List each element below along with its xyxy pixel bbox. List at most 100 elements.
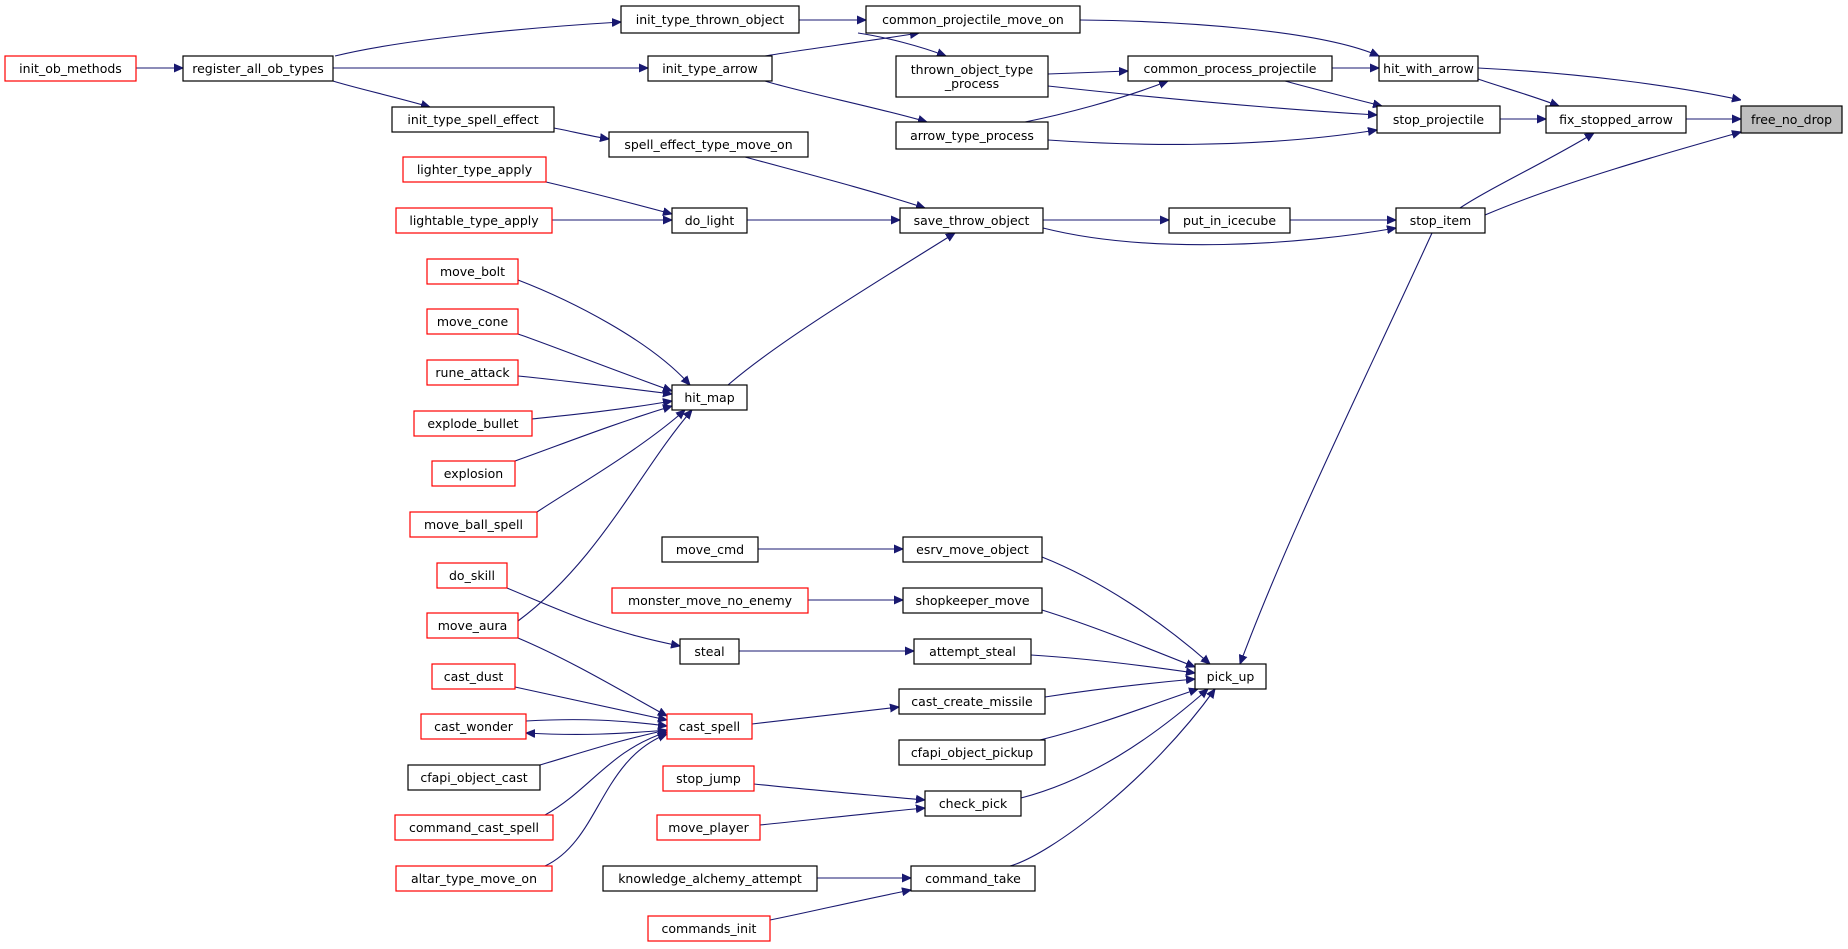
node-attempt-steal[interactable]: attempt_steal [913, 638, 1032, 665]
node-label: thrown_object_type [911, 62, 1034, 77]
edges-layer [136, 20, 1741, 921]
node-command-cast-spell[interactable]: command_cast_spell [394, 814, 554, 841]
edge-fix_stopped_arrow-to-stop_item [1459, 133, 1594, 209]
node-do-skill[interactable]: do_skill [436, 562, 508, 589]
node-altar-type-move-on[interactable]: altar_type_move_on [395, 865, 553, 892]
node-box [671, 384, 748, 411]
node-cast-spell[interactable]: cast_spell [666, 713, 753, 740]
node-label: cast_create_missile [911, 694, 1033, 709]
edge-save_throw_object-to-hit_map [727, 233, 955, 386]
edge-pick_up-to-cast_create_missile [1044, 679, 1195, 698]
node-move-aura[interactable]: move_aura [426, 612, 519, 639]
node-box [391, 106, 555, 133]
node-label: save_throw_object [914, 213, 1030, 228]
node-box [924, 790, 1022, 817]
node-label: init_ob_methods [19, 61, 122, 76]
node-stop-item[interactable]: stop_item [1395, 207, 1486, 234]
edge-hit_map-to-move_aura [517, 410, 692, 622]
node-label: common_projectile_move_on [882, 12, 1064, 27]
edge-stop_projectile-to-arrow_type_process [1047, 130, 1377, 145]
node-shopkeeper-move[interactable]: shopkeeper_move [902, 587, 1043, 614]
node-box [426, 308, 519, 335]
node-label: cfapi_object_cast [420, 770, 527, 785]
node-check-pick[interactable]: check_pick [924, 790, 1022, 817]
node-pick-up[interactable]: pick_up [1194, 663, 1267, 690]
node-steal[interactable]: steal [679, 638, 740, 665]
node-move-cmd[interactable]: move_cmd [661, 536, 759, 563]
node-register-all-ob-types[interactable]: register_all_ob_types [182, 55, 334, 82]
node-knowledge-alchemy-attempt[interactable]: knowledge_alchemy_attempt [602, 865, 818, 892]
node-save-throw-object[interactable]: save_throw_object [899, 207, 1044, 234]
node-lighter-type-apply[interactable]: lighter_type_apply [402, 156, 547, 183]
node-cfapi-object-pickup[interactable]: cfapi_object_pickup [898, 739, 1046, 766]
node-monster-move-no-enemy[interactable]: monster_move_no_enemy [611, 587, 809, 614]
edge-init_type_thrown_object-to-register_all_ob_types [334, 22, 621, 57]
nodes-layer: free_no_drop hit_with_arrow fix_stopped_ar… [4, 5, 1843, 942]
edge-command_take-to-commands_init [769, 890, 911, 921]
node-move-cone[interactable]: move_cone [426, 308, 519, 335]
node-label: hit_map [684, 390, 734, 405]
node-label: fix_stopped_arrow [1559, 112, 1673, 127]
node-lightable-type-apply[interactable]: lightable_type_apply [395, 207, 553, 234]
node-label: init_type_spell_effect [407, 112, 538, 127]
node-init-type-spell-effect[interactable]: init_type_spell_effect [391, 106, 555, 133]
node-stop-projectile[interactable]: stop_projectile [1376, 105, 1501, 134]
node-box [4, 55, 137, 82]
edge-pick_up-to-shopkeeper_move [1041, 609, 1195, 667]
edge-thrown_object_type_process-to-init_type_thrown_object [857, 32, 946, 56]
node-esrv-move-object[interactable]: esrv_move_object [902, 536, 1043, 563]
node-box [656, 814, 761, 841]
node-commands-init[interactable]: commands_init [647, 915, 771, 942]
node-cfapi-object-cast[interactable]: cfapi_object_cast [407, 764, 541, 791]
node-hit-map[interactable]: hit_map [671, 384, 748, 411]
node-box [426, 359, 519, 386]
node-box [426, 258, 519, 285]
node-label: explode_bullet [427, 416, 518, 431]
edge-check_pick-to-stop_jump [753, 783, 925, 800]
node-box [902, 587, 1043, 614]
node-label: put_in_icecube [1183, 213, 1276, 228]
node-rune-attack[interactable]: rune_attack [426, 359, 519, 386]
node-init-type-thrown-object[interactable]: init_type_thrown_object [620, 5, 800, 34]
edge-hit_map-to-explode_bullet [531, 401, 672, 420]
node-thrown-object-type-process[interactable]: thrown_object_type_process [895, 55, 1049, 98]
node-fix-stopped-arrow[interactable]: fix_stopped_arrow [1545, 105, 1687, 134]
node-box [394, 814, 554, 841]
node-label: do_skill [449, 568, 495, 583]
node-label: explosion [444, 466, 503, 481]
node-move-ball-spell[interactable]: move_ball_spell [409, 511, 538, 538]
node-put-in-icecube[interactable]: put_in_icecube [1168, 207, 1291, 234]
node-hit-with-arrow[interactable]: hit_with_arrow [1378, 55, 1479, 82]
node-move-player[interactable]: move_player [656, 814, 761, 841]
edge-stop_item-to-save_throw_object [1042, 228, 1396, 246]
node-box [1376, 105, 1501, 134]
node-box [407, 764, 541, 791]
node-stop-jump[interactable]: stop_jump [662, 765, 755, 792]
node-common-process-projectile[interactable]: common_process_projectile [1127, 55, 1333, 82]
node-arrow-type-process[interactable]: arrow_type_process [895, 121, 1049, 150]
node-label: common_process_projectile [1144, 61, 1317, 76]
node-do-light[interactable]: do_light [671, 207, 748, 234]
node-box [602, 865, 818, 892]
node-init-type-arrow[interactable]: init_type_arrow [647, 55, 773, 82]
node-label: commands_init [662, 921, 757, 936]
node-common-projectile-move-on[interactable]: common_projectile_move_on [865, 5, 1081, 34]
node-cast-wonder[interactable]: cast_wonder [420, 713, 527, 740]
node-init-ob-methods[interactable]: init_ob_methods [4, 55, 137, 82]
node-label: command_take [925, 871, 1021, 886]
node-move-bolt[interactable]: move_bolt [426, 258, 519, 285]
node-label: rune_attack [435, 365, 510, 380]
node-cast-dust[interactable]: cast_dust [431, 663, 516, 690]
node-box [671, 207, 748, 234]
node-explode-bullet[interactable]: explode_bullet [413, 410, 533, 437]
node-cast-create-missile[interactable]: cast_create_missile [898, 688, 1046, 715]
edge-stop_item-to-pick_up [1240, 232, 1433, 664]
node-label: attempt_steal [929, 644, 1016, 659]
node-label: monster_move_no_enemy [628, 593, 793, 608]
node-command-take[interactable]: command_take [910, 865, 1036, 892]
node-spell-effect-type-move-on[interactable]: spell_effect_type_move_on [608, 131, 809, 158]
node-box [1395, 207, 1486, 234]
node-label: shopkeeper_move [915, 593, 1029, 608]
node-explosion[interactable]: explosion [431, 460, 516, 487]
node-free-no-drop[interactable]: free_no_drop [1740, 105, 1843, 134]
